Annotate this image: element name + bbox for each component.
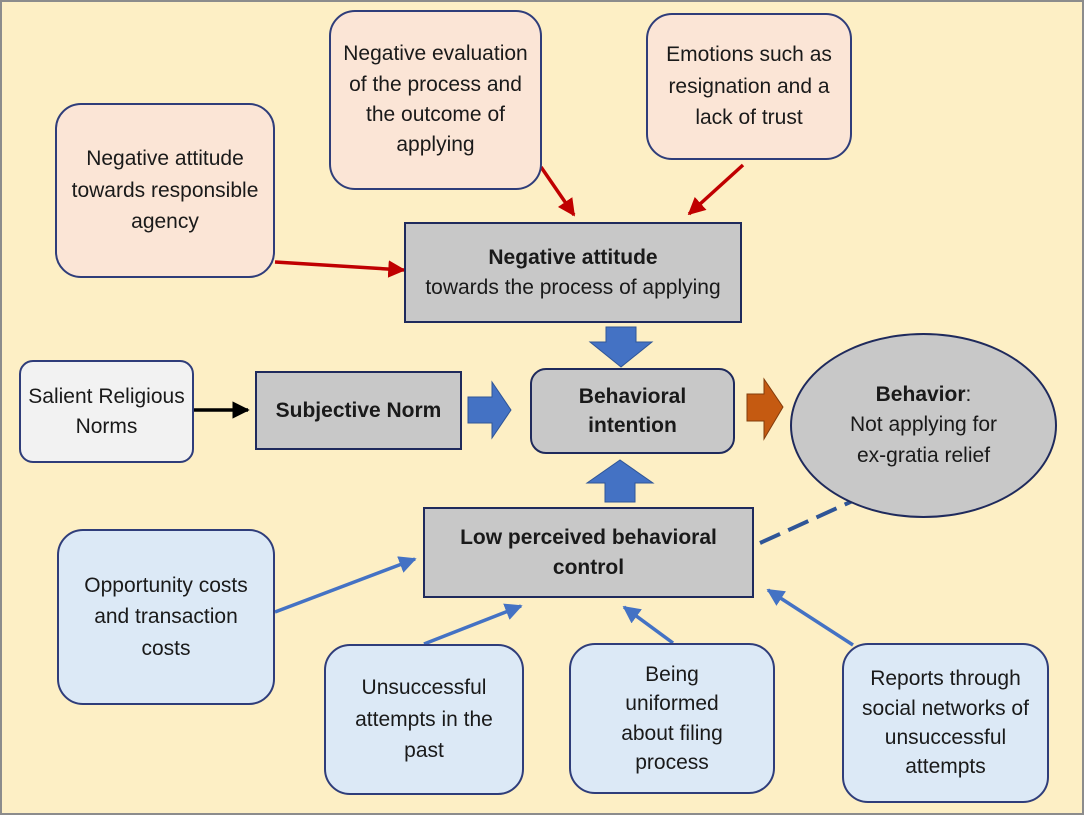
node-negative-attitude-agency: Negative attitude towards responsible ag… xyxy=(55,103,275,278)
node-behavior-body: Not applying for ex-gratia relief xyxy=(849,413,998,467)
node-negative-attitude-process-body: towards the process of applying xyxy=(425,275,721,299)
block-arrow-norm-to-intention xyxy=(467,380,512,440)
arrow-emotions-to-attitude xyxy=(687,163,745,216)
block-arrow-control-to-intention xyxy=(585,459,655,503)
node-uninformed: Being uniformed about filing process xyxy=(569,643,775,794)
arrow-evaluation-to-attitude xyxy=(539,166,576,217)
arrow-reports-to-control xyxy=(766,588,854,647)
block-arrow-attitude-to-intention xyxy=(588,326,654,368)
node-unsuccessful-attempts: Unsuccessful attempts in the past xyxy=(324,644,524,795)
node-subjective-norm-label: Subjective Norm xyxy=(275,398,442,422)
node-negative-attitude-agency-label: Negative attitude towards responsible ag… xyxy=(71,147,259,234)
node-religious-norms-label: Salient Religious Norms xyxy=(28,385,185,438)
node-unsuccessful-attempts-label: Unsuccessful attempts in the past xyxy=(355,676,493,763)
arrow-uninformed-to-control xyxy=(622,605,675,645)
node-uninformed-label: Being uniformed about filing process xyxy=(621,662,723,774)
node-low-perceived-control: Low perceived behavioral control xyxy=(423,507,754,598)
node-behavioral-intention-label: Behavioral intention xyxy=(578,384,687,437)
node-negative-evaluation: Negative evaluation of the process and t… xyxy=(329,10,542,190)
node-opportunity-costs: Opportunity costs and transaction costs xyxy=(57,529,275,705)
node-emotions-label: Emotions such as resignation and a lack … xyxy=(666,43,832,130)
dashed-control-behavior-link xyxy=(759,497,858,545)
node-emotions: Emotions such as resignation and a lack … xyxy=(646,13,852,160)
node-negative-attitude-process: Negative attitude towards the process of… xyxy=(404,222,742,323)
arrow-costs-to-control xyxy=(274,556,417,614)
node-negative-attitude-process-title: Negative attitude xyxy=(488,246,658,270)
node-behavior-title: Behavior xyxy=(875,382,966,406)
node-behavior-heading: Behavior: xyxy=(876,380,972,410)
block-arrow-intention-to-behavior xyxy=(746,377,784,441)
node-social-reports: Reports through social networks of unsuc… xyxy=(842,643,1049,803)
node-opportunity-costs-label: Opportunity costs and transaction costs xyxy=(84,573,248,660)
arrow-agency-to-attitude xyxy=(274,260,406,278)
node-social-reports-label: Reports through social networks of unsuc… xyxy=(862,667,1029,779)
node-behavioral-intention: Behavioral intention xyxy=(530,368,735,454)
node-behavior-colon: : xyxy=(965,382,972,406)
node-low-perceived-control-label: Low perceived behavioral control xyxy=(460,526,717,579)
node-behavior: Behavior: Not applying for ex-gratia rel… xyxy=(790,333,1057,518)
node-subjective-norm: Subjective Norm xyxy=(255,371,462,450)
node-religious-norms: Salient Religious Norms xyxy=(19,360,194,463)
arrow-attempts-to-control xyxy=(423,603,523,646)
node-negative-evaluation-label: Negative evaluation of the process and t… xyxy=(343,42,528,157)
